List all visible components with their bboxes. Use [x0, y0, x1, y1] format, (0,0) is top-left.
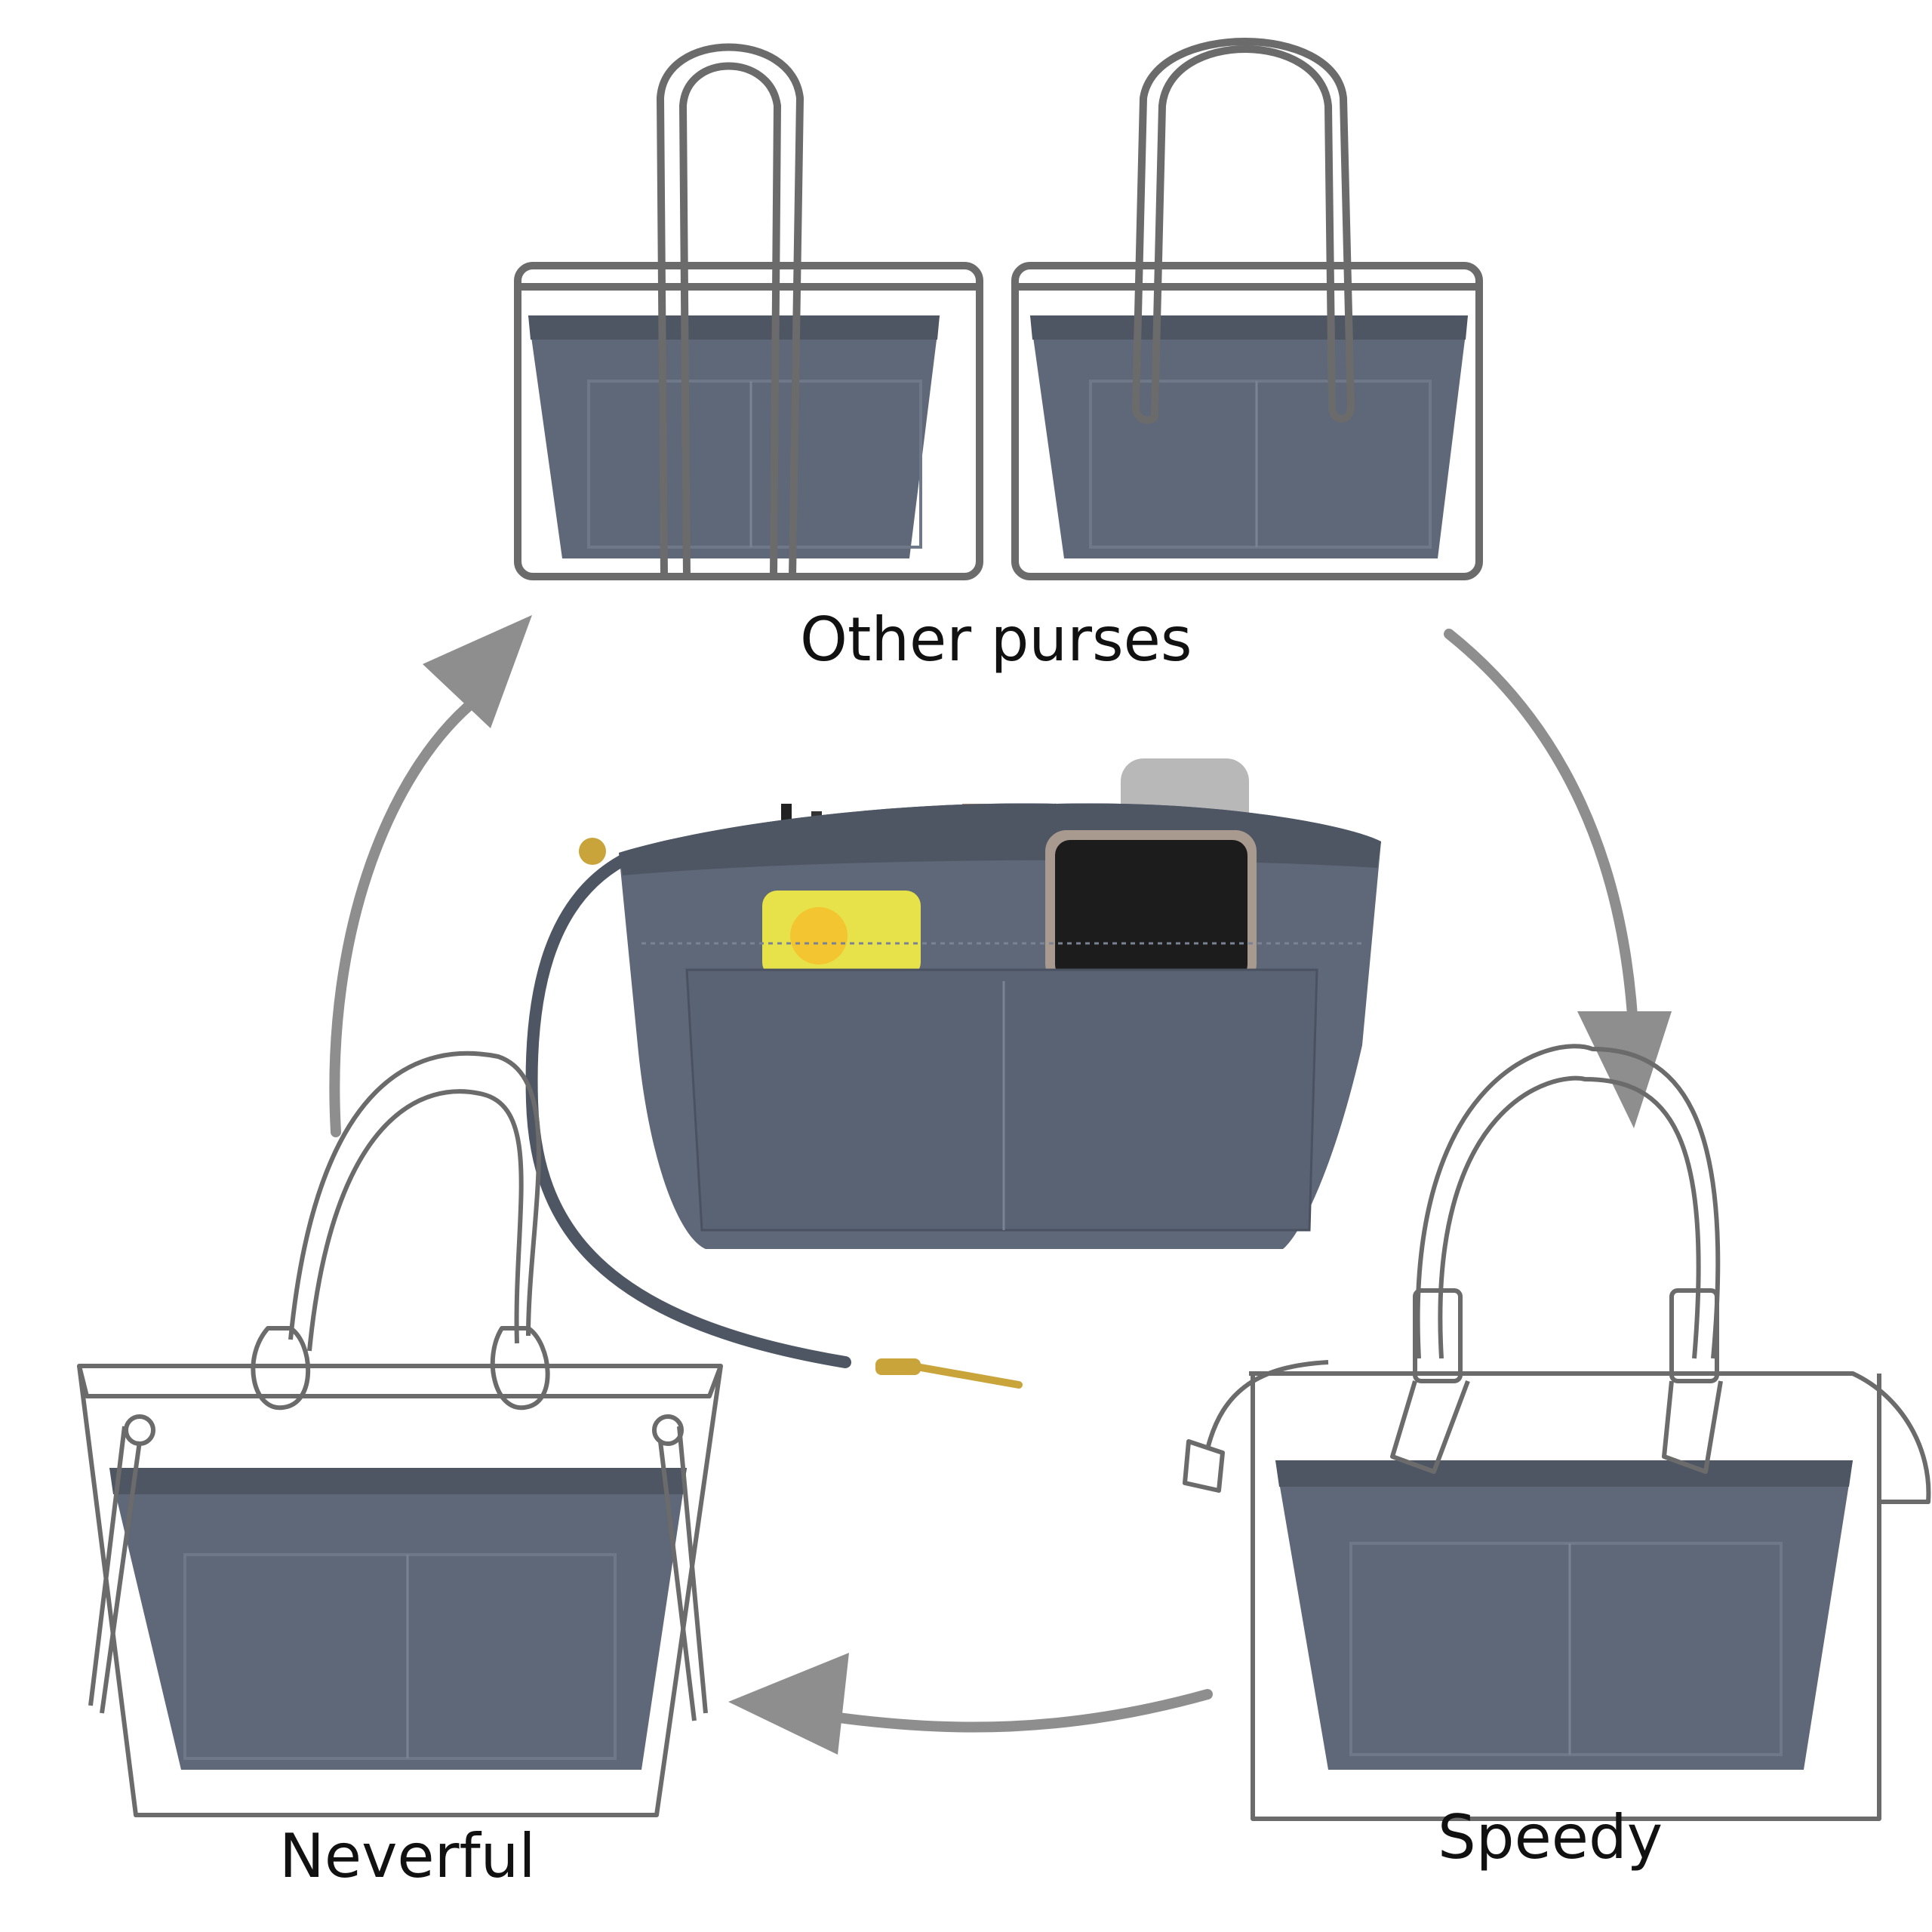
neverful-outline-icon [77, 1051, 723, 1817]
strap [525, 854, 851, 1368]
cycle-arrow-icon [329, 615, 1672, 1755]
tote-outline-left [514, 43, 983, 580]
tote-outline-icon [514, 262, 983, 580]
arrow-head-top-left [423, 615, 532, 728]
arrow-head-right [1577, 1011, 1672, 1128]
felt-insert [109, 1468, 687, 1770]
arrow-to-neverful [802, 1689, 1213, 1733]
felt-insert [1030, 315, 1468, 558]
tote-outline-right [1011, 38, 1483, 580]
caption-other-purses: Other purses [800, 605, 1192, 675]
arrow-to-speedy [1444, 629, 1639, 1047]
tote-outline-icon [1011, 262, 1483, 580]
key-clasp [875, 1358, 921, 1375]
caption-speedy: Speedy [1438, 1802, 1663, 1872]
arrow-head-bottom [728, 1653, 849, 1755]
organizer-insert-icon [525, 758, 1381, 1389]
felt-insert [1275, 1460, 1853, 1770]
felt-insert [528, 315, 940, 558]
speedy-outline-icon [1183, 1044, 1931, 1821]
arrow-to-other-purses [329, 689, 488, 1137]
caption-neverful: Neverful [279, 1821, 536, 1891]
